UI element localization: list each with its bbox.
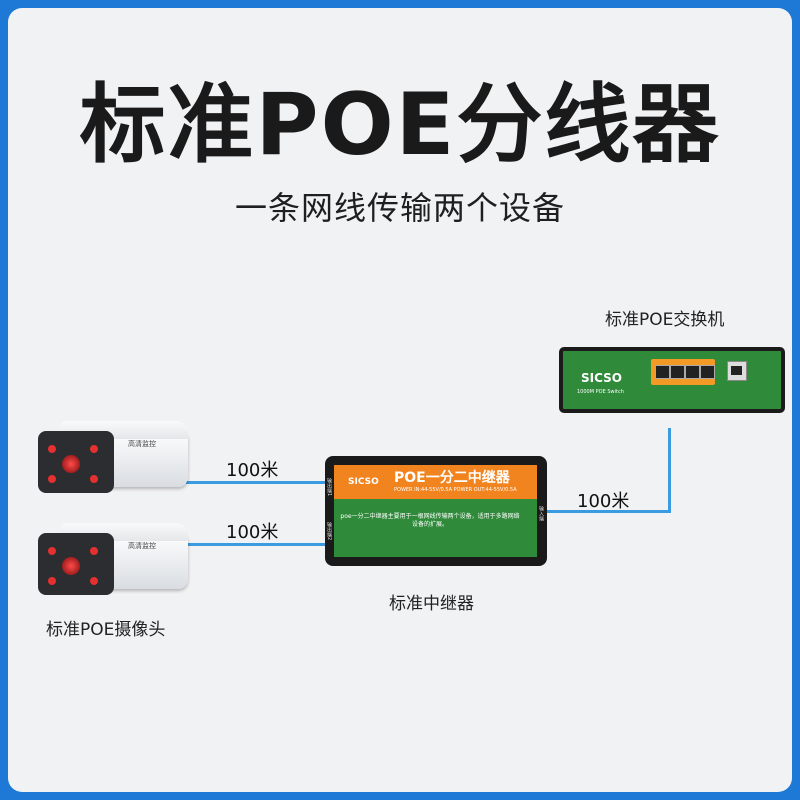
switch-cable-length: 100米 (577, 491, 630, 512)
ethernet-port-icon (700, 365, 715, 379)
repeater-description: poe一分二中继器主要用于一根网线传输两个设备，适用于多路网络设备的扩展。 (340, 513, 520, 529)
camera-lens-icon (62, 455, 80, 473)
camera1-cable-length: 100米 (226, 460, 279, 481)
repeater-label: 标准中继器 (389, 594, 474, 614)
switch-model-text: 1000M POE Switch (577, 389, 624, 395)
repeater-output1-label: 输出端1 (326, 478, 332, 497)
camera-1-image: 高清监控 (38, 421, 188, 501)
product-frame: 标准POE分线器 一条网线传输两个设备 标准POE交换机 SICSO 1000M… (8, 8, 792, 792)
repeater-logo: SICSO (348, 477, 379, 487)
poe-repeater-image: SICSO POE一分二中继器 POWER IN:44-55V/0.5A POW… (325, 456, 547, 566)
switch-cable-vertical (668, 428, 671, 513)
switch-ports (651, 359, 715, 385)
camera-brand: 高清监控 (128, 542, 156, 550)
repeater-title: POE一分二中继器 (394, 470, 510, 486)
camera-2-image: 高清监控 (38, 523, 188, 603)
repeater-label-green: poe一分二中继器主要用于一根网线传输两个设备，适用于多路网络设备的扩展。 (334, 499, 537, 557)
switch-logo: SICSO (581, 371, 622, 385)
camera1-cable (186, 481, 325, 484)
page-title: 标准POE分线器 (79, 75, 721, 175)
repeater-label-orange: SICSO POE一分二中继器 POWER IN:44-55V/0.5A POW… (334, 465, 537, 499)
repeater-input-label: 输入端 (538, 506, 544, 521)
ethernet-port-icon (685, 365, 700, 379)
camera-label: 标准POE摄像头 (46, 620, 166, 640)
switch-label: 标准POE交换机 (605, 310, 725, 330)
ethernet-port-icon (655, 365, 670, 379)
repeater-output2-label: 输出端2 (326, 522, 332, 541)
camera-lens-icon (62, 557, 80, 575)
poe-switch-image: SICSO 1000M POE Switch (559, 347, 785, 413)
camera2-cable (186, 543, 325, 546)
repeater-power-text: POWER IN:44-55V/0.5A POWER OUT:44-55V/0.… (394, 487, 517, 493)
camera-brand: 高清监控 (128, 440, 156, 448)
ethernet-port-icon (670, 365, 685, 379)
camera2-cable-length: 100米 (226, 522, 279, 543)
page-subtitle: 一条网线传输两个设备 (234, 189, 565, 227)
switch-cable-horizontal (547, 510, 671, 513)
uplink-port-icon (727, 361, 747, 381)
